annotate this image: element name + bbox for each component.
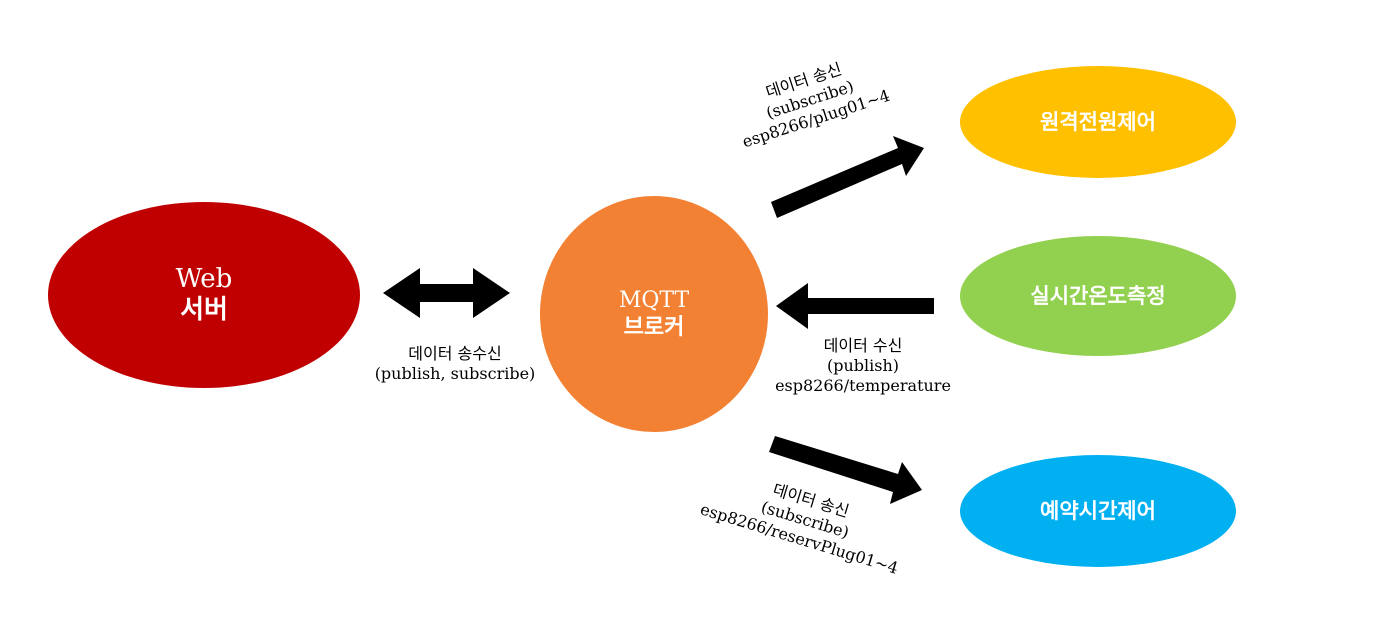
remote-power-control-label: 원격전원제어 <box>1040 109 1156 135</box>
edge-label-line: (publish, subscribe) <box>374 364 536 383</box>
realtime-temperature-label: 실시간온도측정 <box>1030 283 1166 309</box>
edge-label-line: (publish) <box>826 356 900 375</box>
remote-power-control-node: 원격전원제어 <box>960 66 1236 178</box>
mqtt-broker-label-line1: MQTT <box>618 287 690 313</box>
reservation-control-label: 예약시간제어 <box>1040 498 1156 524</box>
temperature-broker-edge-label: 데이터 수신 (publish) esp8266/temperature <box>748 336 978 396</box>
edge-label-line: esp8266/temperature <box>775 376 951 395</box>
edge-label-line: 데이터 수신 <box>823 336 903 355</box>
edge-label-line: 데이터 송수신 <box>408 344 502 363</box>
web-broker-double-arrow <box>383 268 510 318</box>
mqtt-broker-label-line2: 브로커 <box>623 314 685 340</box>
reservation-control-node: 예약시간제어 <box>960 455 1236 567</box>
mqtt-broker-node: MQTT 브로커 <box>540 196 768 432</box>
web-server-label-line1: Web <box>175 263 233 294</box>
broker-to-power-arrow <box>771 136 924 218</box>
web-broker-edge-label: 데이터 송수신 (publish, subscribe) <box>340 344 570 384</box>
realtime-temperature-node: 실시간온도측정 <box>960 236 1236 356</box>
temperature-to-broker-arrow <box>776 283 934 329</box>
broker-to-reservation-arrow <box>769 436 922 504</box>
web-server-node: Web 서버 <box>48 202 360 388</box>
web-server-label-line2: 서버 <box>180 295 228 325</box>
